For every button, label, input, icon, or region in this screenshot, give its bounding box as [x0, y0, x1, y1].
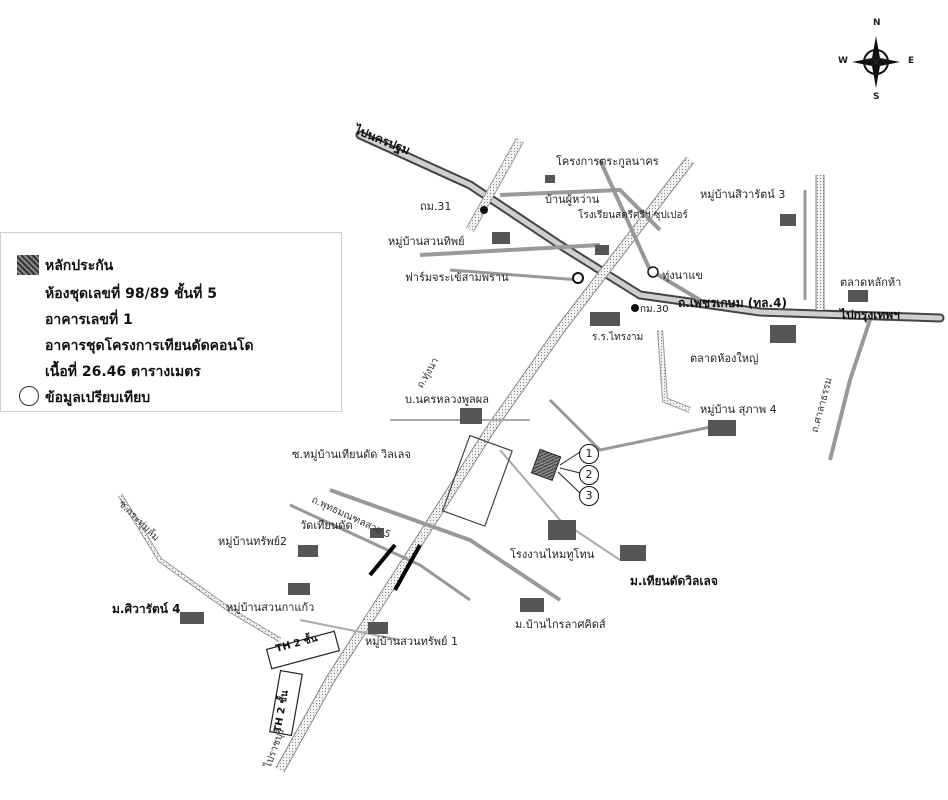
label-ban-krailas: ม.บ้านไกรลาศคิดส์ — [515, 618, 606, 631]
legend-collateral-label: หลักประกัน — [45, 258, 114, 274]
compass-w: W — [838, 56, 848, 66]
site-parcel-outline — [441, 434, 513, 527]
compass-rose-icon: N S W E — [838, 18, 915, 102]
compass-e: E — [908, 56, 915, 66]
legend-project: อาคารชุดโครงการเทียนดัดคอนโด — [45, 338, 254, 354]
label-siwarat4: ม.ศิวารัตน์ 4 — [112, 602, 181, 616]
building-icons — [180, 175, 868, 634]
label-nakhon-chaisri: บ.นครหลวงพูลผล — [405, 393, 489, 406]
road-main-diagonal — [275, 156, 694, 773]
label-suan-kaew: หมู่บ้านสวนกาแก้ว — [226, 601, 315, 614]
legend-box: หลักประกัน ห้องชุดเลขที่ 98/89 ชั้นที่ 5… — [0, 232, 342, 412]
roads-lower — [117, 419, 621, 643]
label-suan-sap1: หมู่บ้านสวนทรัพย์ 1 — [365, 635, 458, 648]
legend-area: เนื้อที่ 26.46 ตารางเมตร — [45, 364, 201, 380]
legend-building: อาคารเลขที่ 1 — [45, 312, 133, 328]
label-market-wai: ตลาดหลักห้า — [840, 276, 902, 289]
collateral-marker — [530, 448, 562, 482]
th-box-1 — [265, 630, 341, 670]
label-village-2: หมู่บ้านทรัพย์2 — [218, 535, 288, 548]
label-thung-nam: ทุ่งนาแข — [662, 269, 703, 282]
label-siwarat3: หมู่บ้านสิวารัตน์ 3 — [700, 188, 786, 201]
label-road-phetkasem: ถ.เพชรเกษม (ทล.4) — [678, 296, 787, 310]
label-project-trakul: โครงการตระกูลนาคร — [556, 155, 659, 168]
label-km30: กม.30 — [640, 304, 669, 315]
label-phetkasem-market: ตลาดห้องใหญ่ — [690, 352, 759, 365]
compass-n: N — [873, 18, 881, 28]
label-school-suksa: โรงเรียนสตรีศรีฯ ซุปเปอร์ — [578, 210, 688, 221]
comparable-3: 3 — [579, 486, 599, 506]
label-suphap4: หมู่บ้าน สุภาพ 4 — [700, 403, 777, 416]
bridge-mark-2 — [393, 544, 422, 591]
label-thiandat-soi: ซ.หมู่บ้านเทียนดัด วิลเลจ — [292, 448, 411, 461]
label-farm: ฟาร์มจระเข้สามพราน — [405, 271, 509, 284]
comparable-2: 2 — [579, 465, 599, 485]
label-thai-s: ร.ร.ไทรงาม — [592, 332, 644, 343]
label-ban-phu: บ้านผู้หว่าน — [545, 193, 600, 206]
comparable-1: 1 — [579, 444, 599, 464]
legend-unit-no: ห้องชุดเลขที่ 98/89 ชั้นที่ 5 — [45, 286, 217, 302]
road-upper-cross — [419, 137, 702, 302]
label-thiandat-village: ม.เทียนดัดวิลเลจ — [630, 574, 718, 588]
compass-s: S — [873, 92, 880, 102]
legend-collateral-swatch — [17, 255, 39, 275]
label-factory: โรงงานไหมทูโทน — [510, 548, 595, 561]
label-wat-thiandat: วัดเทียนดัด — [300, 519, 353, 532]
label-to-bangkok: ไปกรุงเทพฯ — [840, 308, 900, 322]
legend-comparable-circle-icon — [19, 386, 39, 406]
label-suan-thip: หมู่บ้านสวนทิพย์ — [388, 235, 465, 248]
legend-comparables-label: ข้อมูลเปรียบเทียบ — [45, 390, 151, 406]
roads-right — [548, 175, 872, 461]
th-box-2 — [269, 669, 303, 737]
bridge-mark-1 — [368, 543, 397, 577]
label-moo31: ถม.31 — [420, 200, 452, 213]
